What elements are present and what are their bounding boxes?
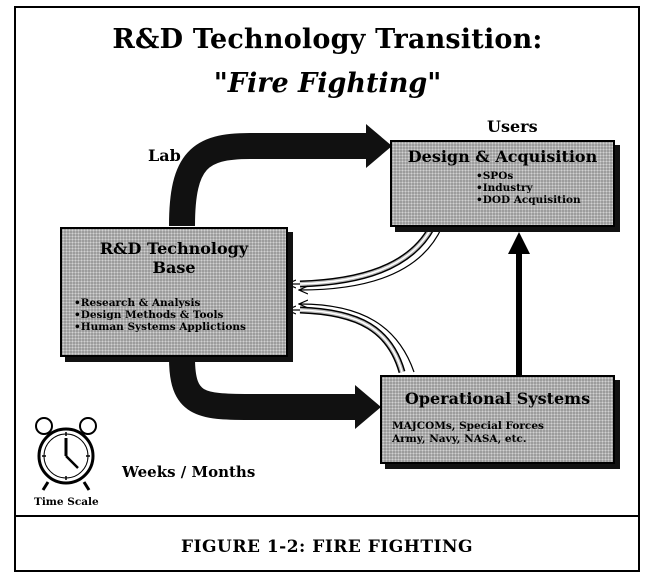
figure-caption: FIGURE 1-2: FIRE FIGHTING — [180, 537, 474, 557]
design-acq-list: SPOs Industry DOD Acquisition — [476, 170, 613, 206]
weeks-months-label: Weeks / Months — [122, 463, 256, 481]
operational-line2: Army, Navy, NASA, etc. — [392, 433, 527, 445]
arrow-head-to-design — [366, 124, 392, 168]
arrow-head-up-to-design — [508, 232, 530, 254]
design-acquisition-box: Design & Acquisition SPOs Industry DOD A… — [390, 140, 615, 227]
design-acq-title: Design & Acquisition — [407, 147, 598, 166]
list-item: Industry — [476, 182, 613, 194]
operational-title: Operational Systems — [404, 389, 591, 408]
arrow-lab-to-design — [169, 133, 368, 227]
users-label: Users — [487, 117, 538, 136]
caption-divider — [14, 515, 640, 517]
operational-systems-box: Operational Systems MAJCOMs, Special For… — [380, 375, 615, 464]
diagram-subtitle: "Fire Fighting" — [213, 68, 442, 99]
time-scale-label: Time Scale — [34, 496, 99, 508]
rd-base-title-line1: R&D Technology — [99, 239, 249, 258]
rd-base-title-line2: Base — [152, 258, 196, 277]
list-item: Design Methods & Tools — [74, 309, 286, 321]
list-item: SPOs — [476, 170, 613, 182]
lab-label: Lab — [148, 146, 181, 165]
alarm-clock-icon — [35, 417, 97, 491]
operational-line1: MAJCOMs, Special Forces — [392, 420, 544, 432]
list-item: Research & Analysis — [74, 297, 286, 309]
rd-technology-base-box: R&D Technology Base Research & Analysis … — [60, 227, 288, 357]
diagram-title: R&D Technology Transition: — [112, 24, 543, 55]
arrow-lab-to-operational — [169, 357, 357, 420]
rd-base-list: Research & Analysis Design Methods & Too… — [74, 297, 286, 333]
arrow-head-to-operational — [355, 385, 381, 429]
list-item: Human Systems Applictions — [74, 321, 286, 333]
list-item: DOD Acquisition — [476, 194, 613, 206]
